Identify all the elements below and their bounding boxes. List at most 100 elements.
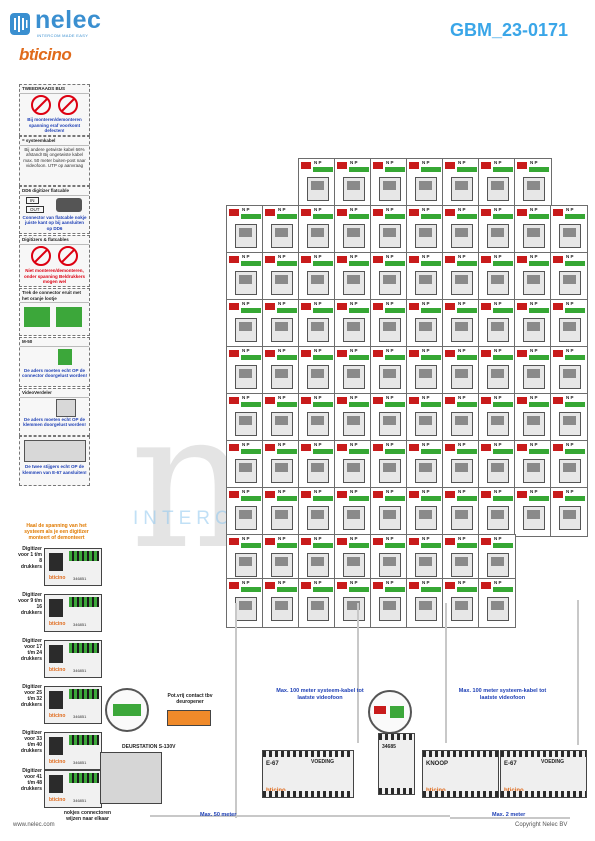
videophone-icon — [235, 597, 257, 621]
apartment-station: N P — [262, 205, 300, 255]
videophone-icon — [271, 318, 293, 342]
switch-icon — [481, 444, 491, 451]
videophone-icon — [343, 459, 365, 483]
terminal-icon — [421, 261, 441, 266]
np-label: N P — [422, 395, 430, 400]
videophone-icon — [523, 318, 545, 342]
np-label: N P — [386, 348, 394, 353]
apartment-station: N P — [550, 205, 588, 255]
switch-icon — [409, 491, 419, 498]
switch-icon — [229, 397, 239, 404]
apartment-station: N P — [298, 252, 336, 302]
apartment-station: N P — [226, 440, 264, 490]
note-body: Bij monteren/demonteren spanning eraf vo… — [27, 117, 82, 133]
apartment-station: N P — [262, 534, 300, 584]
note-body: Connector van flatcable nokje juiste kan… — [22, 214, 87, 231]
np-label: N P — [422, 489, 430, 494]
terminal-icon — [385, 355, 405, 360]
np-label: N P — [458, 395, 466, 400]
footer-website: www.nelec.com — [13, 822, 55, 828]
np-label: N P — [278, 489, 286, 494]
switch-icon — [301, 209, 311, 216]
apartment-station: N P — [370, 578, 408, 628]
np-label: N P — [386, 301, 394, 306]
apartment-station: N P — [550, 440, 588, 490]
videophone-icon — [487, 459, 509, 483]
switch-icon — [445, 444, 455, 451]
terminal-icon — [349, 261, 369, 266]
switch-icon — [374, 706, 386, 714]
apartment-station: N P — [550, 487, 588, 537]
deurstation-device — [100, 752, 162, 804]
apartment-station: N P — [514, 205, 552, 255]
apartment-station: N P — [406, 205, 444, 255]
terminal-icon — [493, 449, 513, 454]
apartment-station: N P — [262, 346, 300, 396]
switch-icon — [229, 303, 239, 310]
videophone-icon — [451, 459, 473, 483]
apartment-station: N P — [442, 393, 480, 443]
np-label: N P — [386, 442, 394, 447]
terminal-icon — [529, 449, 549, 454]
np-label: N P — [458, 254, 466, 259]
prohibited-icon — [58, 245, 79, 266]
switch-icon — [481, 303, 491, 310]
terminal-icon — [277, 308, 297, 313]
apartment-station: N P — [406, 252, 444, 302]
terminal-icon — [385, 496, 405, 501]
switch-icon — [337, 397, 347, 404]
switch-icon — [265, 303, 275, 310]
terminal-icon — [349, 355, 369, 360]
terminal-icon — [529, 214, 549, 219]
apartment-station: N P — [442, 578, 480, 628]
note-body: De aders moeten echt OP de connector doo… — [22, 367, 88, 379]
switch-icon — [409, 162, 419, 169]
np-label: N P — [494, 536, 502, 541]
videophone-icon — [379, 459, 401, 483]
switch-icon — [445, 350, 455, 357]
device-title: 34685 — [382, 744, 396, 750]
apartment-station: N P — [226, 299, 264, 349]
apartment-station: N P — [226, 252, 264, 302]
terminal-icon — [421, 308, 441, 313]
terminal-icon — [313, 449, 333, 454]
np-label: N P — [530, 301, 538, 306]
flatcable-icon — [56, 197, 82, 212]
videophone-icon — [487, 553, 509, 577]
switch-icon — [409, 397, 419, 404]
np-label: N P — [494, 160, 502, 165]
videophone-icon — [559, 506, 581, 530]
switch-icon — [409, 444, 419, 451]
apartment-station: N P — [478, 346, 516, 396]
apartment-station: N P — [550, 346, 588, 396]
videophone-icon — [271, 459, 293, 483]
e67-power-left: E-67 VOEDING bticino — [262, 750, 354, 798]
apartment-station: N P — [262, 487, 300, 537]
switch-icon — [337, 303, 347, 310]
switch-icon — [553, 491, 563, 498]
videophone-icon — [235, 412, 257, 436]
terminal-icon — [457, 167, 477, 172]
apartment-station: N P — [262, 252, 300, 302]
digitizer-code: 346851 — [73, 622, 87, 627]
switch-icon — [517, 444, 527, 451]
videophone-icon — [235, 318, 257, 342]
apartment-station: N P — [370, 440, 408, 490]
terminal-strip — [423, 791, 498, 797]
switch-icon — [553, 397, 563, 404]
riser-wire — [445, 603, 447, 743]
np-label: N P — [314, 395, 322, 400]
terminal-icon — [385, 402, 405, 407]
videophone-icon — [271, 365, 293, 389]
prohibited-icon — [30, 245, 51, 266]
apartment-station: N P — [550, 299, 588, 349]
np-label: N P — [242, 536, 250, 541]
np-label: N P — [494, 442, 502, 447]
terminal-icon — [313, 167, 333, 172]
videophone-icon — [487, 506, 509, 530]
apartment-station: N P — [370, 252, 408, 302]
terminal-icon — [349, 167, 369, 172]
switch-icon — [481, 209, 491, 216]
terminal-icon — [313, 496, 333, 501]
switch-icon — [229, 538, 239, 545]
